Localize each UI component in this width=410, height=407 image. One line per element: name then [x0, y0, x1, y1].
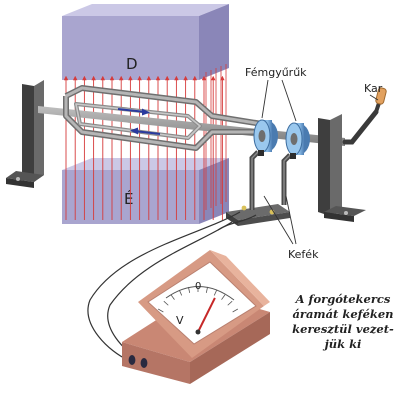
magnet-north-label: D [126, 55, 138, 73]
caption-line-3: keresztül vezet- [287, 322, 399, 337]
magnet-north-side [199, 4, 229, 80]
brushes-label: Kefék [288, 248, 319, 261]
brushes [226, 150, 296, 226]
voltmeter: 0 V [122, 250, 270, 384]
caption-line-4: jük ki [287, 337, 399, 352]
slip-ring-1 [254, 120, 278, 152]
crank-handle [345, 87, 387, 142]
caption-line-2: áramát keféken [287, 307, 399, 322]
magnet-north: D [62, 4, 229, 80]
meter-unit-label: V [176, 314, 184, 327]
caption: A forgótekercs áramát keféken keresztül … [287, 292, 399, 352]
left-stand [6, 80, 44, 188]
magnet-south-label: É [124, 189, 133, 208]
slip-ring-2 [286, 123, 310, 155]
rings-label: Fémgyűrűk [245, 66, 307, 79]
meter-zero-label: 0 [195, 281, 201, 292]
caption-line-1: A forgótekercs [287, 292, 399, 307]
crank-label: Kar [364, 82, 383, 95]
